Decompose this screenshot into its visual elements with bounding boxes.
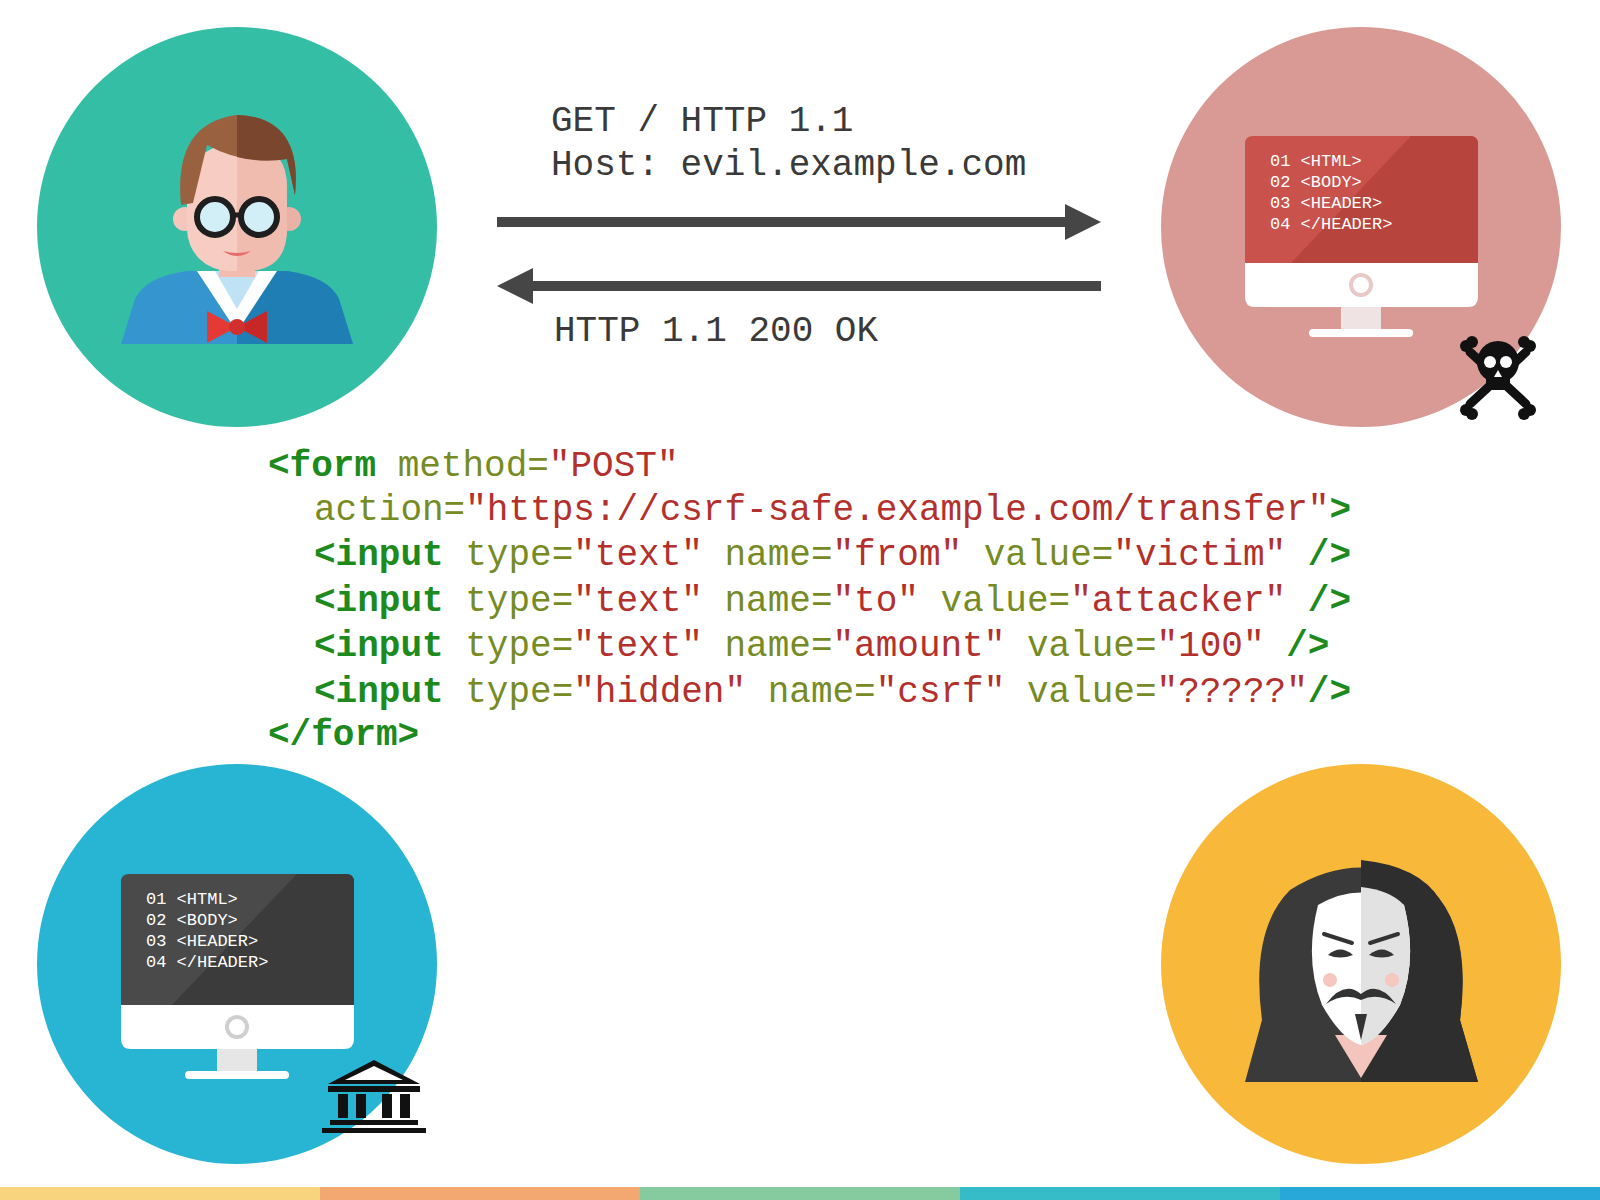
request-label: HTTP 1.1 200 OK [554, 310, 878, 354]
code-token: <form [268, 446, 376, 487]
screen-code-line: 04 </HEADER> [1270, 214, 1392, 235]
code-token: "amount" [833, 626, 1006, 667]
code-token: "attacker" [1070, 581, 1286, 622]
code-token: "text" [573, 535, 703, 576]
code-token: /> [1308, 672, 1351, 713]
bottom-color-bar [0, 1187, 1600, 1200]
code-token [1286, 535, 1308, 576]
code-token: <input [314, 535, 444, 576]
code-token [1265, 626, 1287, 667]
code-token: "POST" [549, 446, 679, 487]
screen-code-line: 04 </HEADER> [146, 952, 268, 973]
code-token: /> [1308, 535, 1351, 576]
screen-code: 01 <HTML>02 <BODY>03 <HEADER>04 </HEADER… [146, 889, 268, 973]
evil-server-circle: 01 <HTML>02 <BODY>03 <HEADER>04 </HEADER… [1161, 27, 1561, 427]
screen-code: 01 <HTML>02 <BODY>03 <HEADER>04 </HEADER… [1270, 151, 1392, 235]
code-token: name= [703, 581, 833, 622]
bank-icon [322, 1060, 426, 1133]
http-arrow [497, 268, 1101, 304]
code-token: <input [314, 581, 444, 622]
code-line: <input type="text" name="from" value="vi… [314, 534, 1351, 578]
screen-code-line: 03 <HEADER> [146, 931, 268, 952]
code-token: method= [376, 446, 549, 487]
code-token: name= [703, 626, 833, 667]
code-token: </form> [268, 715, 419, 756]
code-token: <input [314, 672, 444, 713]
code-line: <form method="POST" [268, 445, 678, 489]
screen-code-line: 02 <BODY> [1270, 172, 1392, 193]
screen-code-line: 03 <HEADER> [1270, 193, 1392, 214]
code-token: > [1329, 490, 1351, 531]
code-line: <input type="text" name="amount" value="… [314, 625, 1329, 669]
code-token: /> [1308, 581, 1351, 622]
code-token: value= [1005, 626, 1156, 667]
code-token [1286, 581, 1308, 622]
http-header-text: Host: evil.example.com [551, 144, 1026, 188]
code-token: "text" [573, 626, 703, 667]
skull-crossbones [1460, 336, 1536, 420]
code-token: name= [746, 672, 876, 713]
screen-code-line: 02 <BODY> [146, 910, 268, 931]
code-token: value= [1005, 672, 1156, 713]
user-figure [37, 27, 437, 427]
attacker-figure [1161, 764, 1561, 1164]
code-token: type= [444, 581, 574, 622]
code-token: "hidden" [573, 672, 746, 713]
code-line: <input type="text" name="to" value="atta… [314, 580, 1351, 624]
user-circle [37, 27, 437, 427]
code-line: </form> [268, 714, 419, 758]
code-token: type= [444, 626, 574, 667]
code-token: value= [962, 535, 1113, 576]
code-token: "from" [833, 535, 963, 576]
code-token: value= [919, 581, 1070, 622]
http-arrow [497, 204, 1101, 240]
request-label: GET / HTTP 1.1 [551, 100, 853, 144]
code-line: <input type="hidden" name="csrf" value="… [314, 671, 1351, 715]
code-token: "?????" [1157, 672, 1308, 713]
code-token: "csrf" [876, 672, 1006, 713]
code-token: "https://csrf-safe.example.com/transfer" [465, 490, 1329, 531]
code-token: type= [444, 672, 574, 713]
code-token: type= [444, 535, 574, 576]
screen-code-line: 01 <HTML> [146, 889, 268, 910]
code-token: /> [1286, 626, 1329, 667]
code-token: "victim" [1113, 535, 1286, 576]
code-token: action= [314, 490, 465, 531]
code-token: "to" [833, 581, 919, 622]
code-token: name= [703, 535, 833, 576]
code-token: "text" [573, 581, 703, 622]
code-token: <input [314, 626, 444, 667]
code-line: action="https://csrf-safe.example.com/tr… [314, 489, 1351, 533]
screen-code-line: 01 <HTML> [1270, 151, 1392, 172]
code-token: "100" [1157, 626, 1265, 667]
bank-server-circle: 01 <HTML>02 <BODY>03 <HEADER>04 </HEADER… [37, 764, 437, 1164]
